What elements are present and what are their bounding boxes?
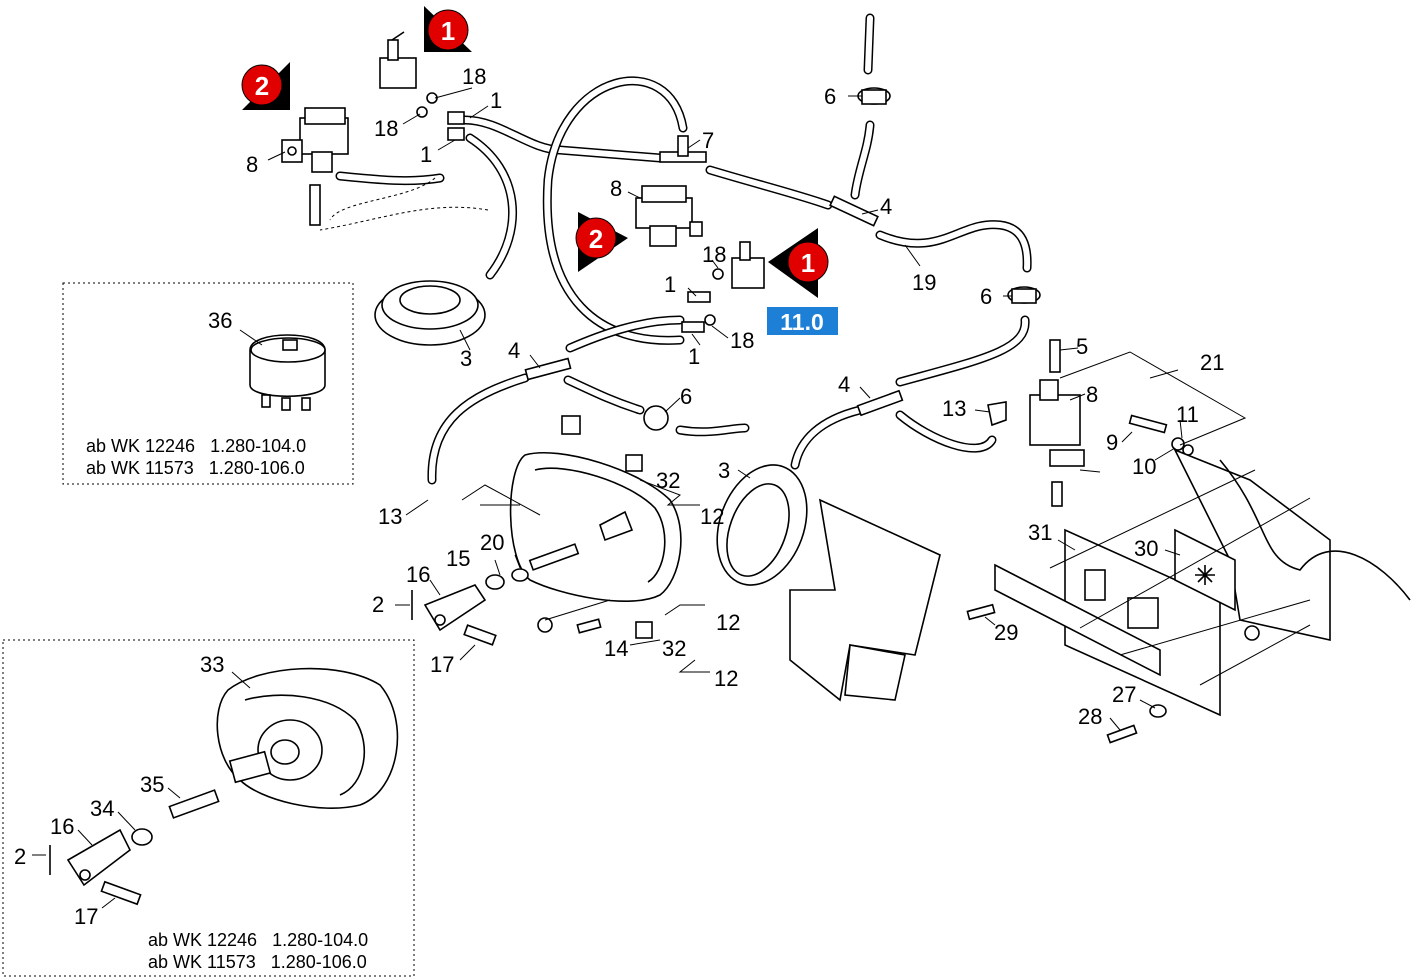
valve-8-top-left	[281, 107, 349, 226]
label-13: 13	[942, 396, 966, 421]
label-2: 2	[372, 592, 384, 617]
solenoid-8-right	[987, 339, 1247, 507]
switch-36	[249, 334, 326, 411]
linkage-parts	[411, 543, 602, 646]
solenoid-valve-middle	[681, 241, 765, 333]
label-10: 10	[1132, 454, 1156, 479]
label-17: 17	[74, 904, 98, 929]
gear-housing	[509, 415, 682, 639]
label-6: 6	[980, 284, 992, 309]
label-35: 35	[140, 772, 164, 797]
label-12: 12	[714, 666, 738, 691]
inset-box-top	[62, 282, 354, 485]
label-6: 6	[680, 384, 692, 409]
label-32: 32	[656, 468, 680, 493]
label-19: 19	[912, 270, 936, 295]
reference-badge-label[interactable]: 11.0	[780, 309, 824, 335]
label-29: 29	[994, 620, 1018, 645]
vacuum-unit-3-left	[374, 280, 486, 346]
inset-top-note-1: ab WK 12246 1.280-104.0	[86, 436, 306, 456]
valve-8-middle	[635, 185, 703, 247]
label-15: 15	[446, 546, 470, 571]
label-11: 11	[1176, 402, 1199, 427]
label-8: 8	[1086, 382, 1098, 407]
label-9: 9	[1106, 430, 1118, 455]
hoses	[319, 13, 1032, 485]
label-28: 28	[1078, 704, 1102, 729]
tee-fittings	[524, 135, 904, 417]
marker-2-middle-label: 2	[589, 224, 603, 254]
label-7: 7	[702, 128, 714, 153]
label-1: 1	[664, 272, 676, 297]
label-17: 17	[430, 652, 454, 677]
gear-motor-33	[49, 667, 399, 906]
leader-lines	[32, 87, 1311, 909]
label-18: 18	[462, 64, 486, 89]
label-4: 4	[880, 194, 892, 219]
inset-bottom-note-2: ab WK 11573 1.280-106.0	[148, 952, 367, 972]
marker-1-middle: 1	[768, 228, 829, 298]
label-8: 8	[246, 152, 258, 177]
label-16: 16	[406, 562, 430, 587]
label-16: 16	[50, 814, 74, 839]
label-6: 6	[824, 84, 836, 109]
label-1: 1	[688, 344, 700, 369]
label-1: 1	[490, 88, 502, 113]
marker-2-top: 2	[241, 62, 290, 110]
label-20: 20	[480, 530, 504, 555]
inset-top-note-2: ab WK 11573 1.280-106.0	[86, 458, 305, 478]
label-13: 13	[378, 504, 402, 529]
label-14: 14	[604, 636, 628, 661]
label-32: 32	[662, 636, 686, 661]
label-1: 1	[420, 142, 432, 167]
label-18: 18	[702, 242, 726, 267]
label-21: 21	[1200, 350, 1224, 375]
label-34: 34	[90, 796, 114, 821]
label-18: 18	[374, 116, 398, 141]
label-12: 12	[700, 504, 724, 529]
solenoid-valve-top	[379, 31, 465, 141]
label-18: 18	[730, 328, 754, 353]
label-30: 30	[1134, 536, 1158, 561]
label-27: 27	[1112, 682, 1136, 707]
label-3: 3	[460, 346, 472, 371]
inset-bottom-notes: ab WK 12246 1.280-104.0 ab WK 11573 1.28…	[148, 930, 368, 972]
label-2: 2	[14, 844, 26, 869]
label-4: 4	[508, 338, 520, 363]
label-36: 36	[208, 308, 232, 333]
label-12: 12	[716, 610, 740, 635]
mounting-bracket	[789, 498, 941, 702]
marker-1-top: 1	[424, 6, 472, 52]
label-33: 33	[200, 652, 224, 677]
marker-1-top-label: 1	[441, 16, 455, 46]
vacuum-unit-3-right	[716, 464, 808, 586]
reference-badge[interactable]: 11.0	[767, 307, 838, 335]
inset-top-notes: ab WK 12246 1.280-104.0 ab WK 11573 1.28…	[86, 436, 306, 478]
label-4: 4	[838, 372, 850, 397]
part-labels: 18 18 1 1 8 7 6 4 19 6 8 18 1 18 1 3 4 6…	[14, 64, 1224, 929]
marker-2-top-label: 2	[255, 71, 269, 101]
filters	[643, 87, 1041, 431]
label-8: 8	[610, 176, 622, 201]
inset-bottom-note-1: ab WK 12246 1.280-104.0	[148, 930, 368, 950]
marker-1-middle-label: 1	[801, 248, 815, 278]
label-3: 3	[718, 458, 730, 483]
inset-box-bottom	[2, 639, 415, 977]
mounting-plates	[966, 448, 1411, 744]
label-5: 5	[1076, 334, 1088, 359]
label-31: 31	[1028, 520, 1052, 545]
marker-2-middle: 2	[575, 212, 628, 272]
